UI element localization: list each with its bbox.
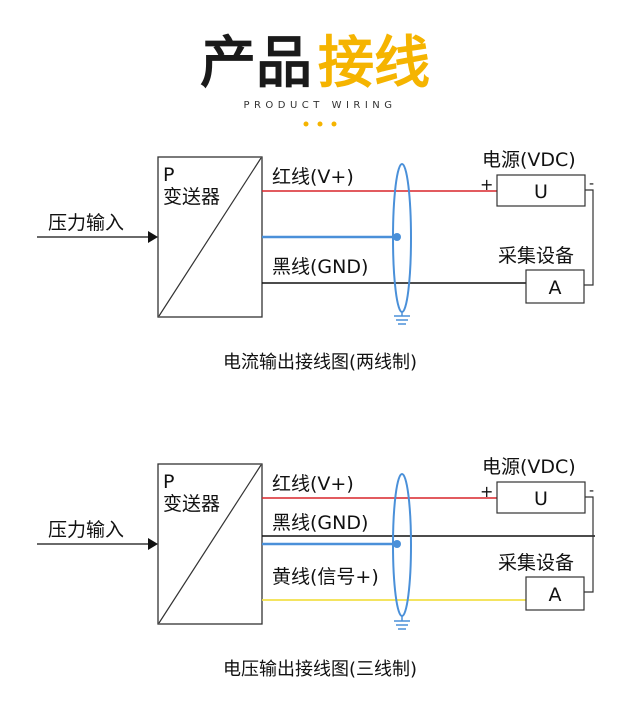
input-arrow-icon	[148, 538, 158, 550]
power-box	[496, 174, 586, 207]
transmitter-diagonal	[158, 464, 262, 624]
diagram-three-wire: P 变送器 压力输入 红线(V+) 黑线(GND) 黄线(信号+) 电源(VDC…	[37, 456, 595, 680]
input-label: 压力输入	[48, 212, 124, 234]
transmitter-label: 变送器	[163, 186, 220, 208]
transmitter-label: 变送器	[163, 493, 220, 515]
input-label: 压力输入	[48, 519, 124, 541]
transmitter-p: P	[163, 164, 174, 186]
plus-sign: +	[480, 175, 493, 194]
caption: 电压输出接线图(三线制)	[223, 659, 417, 680]
shield-junction	[393, 540, 401, 548]
subtitle: PRODUCT WIRING	[243, 100, 396, 111]
acq-box-label: A	[549, 277, 562, 299]
power-box-label: U	[534, 488, 548, 510]
title-part2: 接线	[318, 31, 430, 96]
yellow-wire-label: 黄线(信号+)	[272, 566, 379, 588]
acq-label: 采集设备	[498, 552, 574, 574]
input-arrow-icon	[148, 231, 158, 243]
transmitter-diagonal	[158, 157, 262, 317]
plus-sign: +	[480, 482, 493, 501]
power-label: 电源(VDC)	[482, 149, 576, 171]
accent-dots	[303, 121, 337, 127]
caption: 电流输出接线图(两线制)	[223, 352, 417, 373]
minus-sign: -	[589, 483, 594, 499]
acq-box	[525, 576, 585, 611]
acq-box	[525, 269, 585, 304]
red-wire-label: 红线(V+)	[272, 166, 354, 188]
transmitter-p: P	[163, 471, 174, 493]
power-label: 电源(VDC)	[482, 456, 576, 478]
return-wire	[584, 496, 594, 593]
minus-sign: -	[589, 176, 594, 192]
ground-icon	[394, 616, 410, 630]
black-wire-label: 黑线(GND)	[272, 256, 368, 278]
acq-box-label: A	[549, 584, 562, 606]
red-wire-label: 红线(V+)	[272, 473, 354, 495]
black-wire-label: 黑线(GND)	[272, 512, 368, 534]
title-part1: 产品	[200, 31, 312, 96]
acq-label: 采集设备	[498, 245, 574, 267]
shield-junction	[393, 233, 401, 241]
diagram-two-wire: P 变送器 压力输入 红线(V+) 黑线(GND) 电源(VDC) U + - …	[37, 149, 594, 373]
ground-icon	[394, 312, 410, 325]
power-box-label: U	[534, 181, 548, 203]
return-wire	[584, 189, 594, 286]
